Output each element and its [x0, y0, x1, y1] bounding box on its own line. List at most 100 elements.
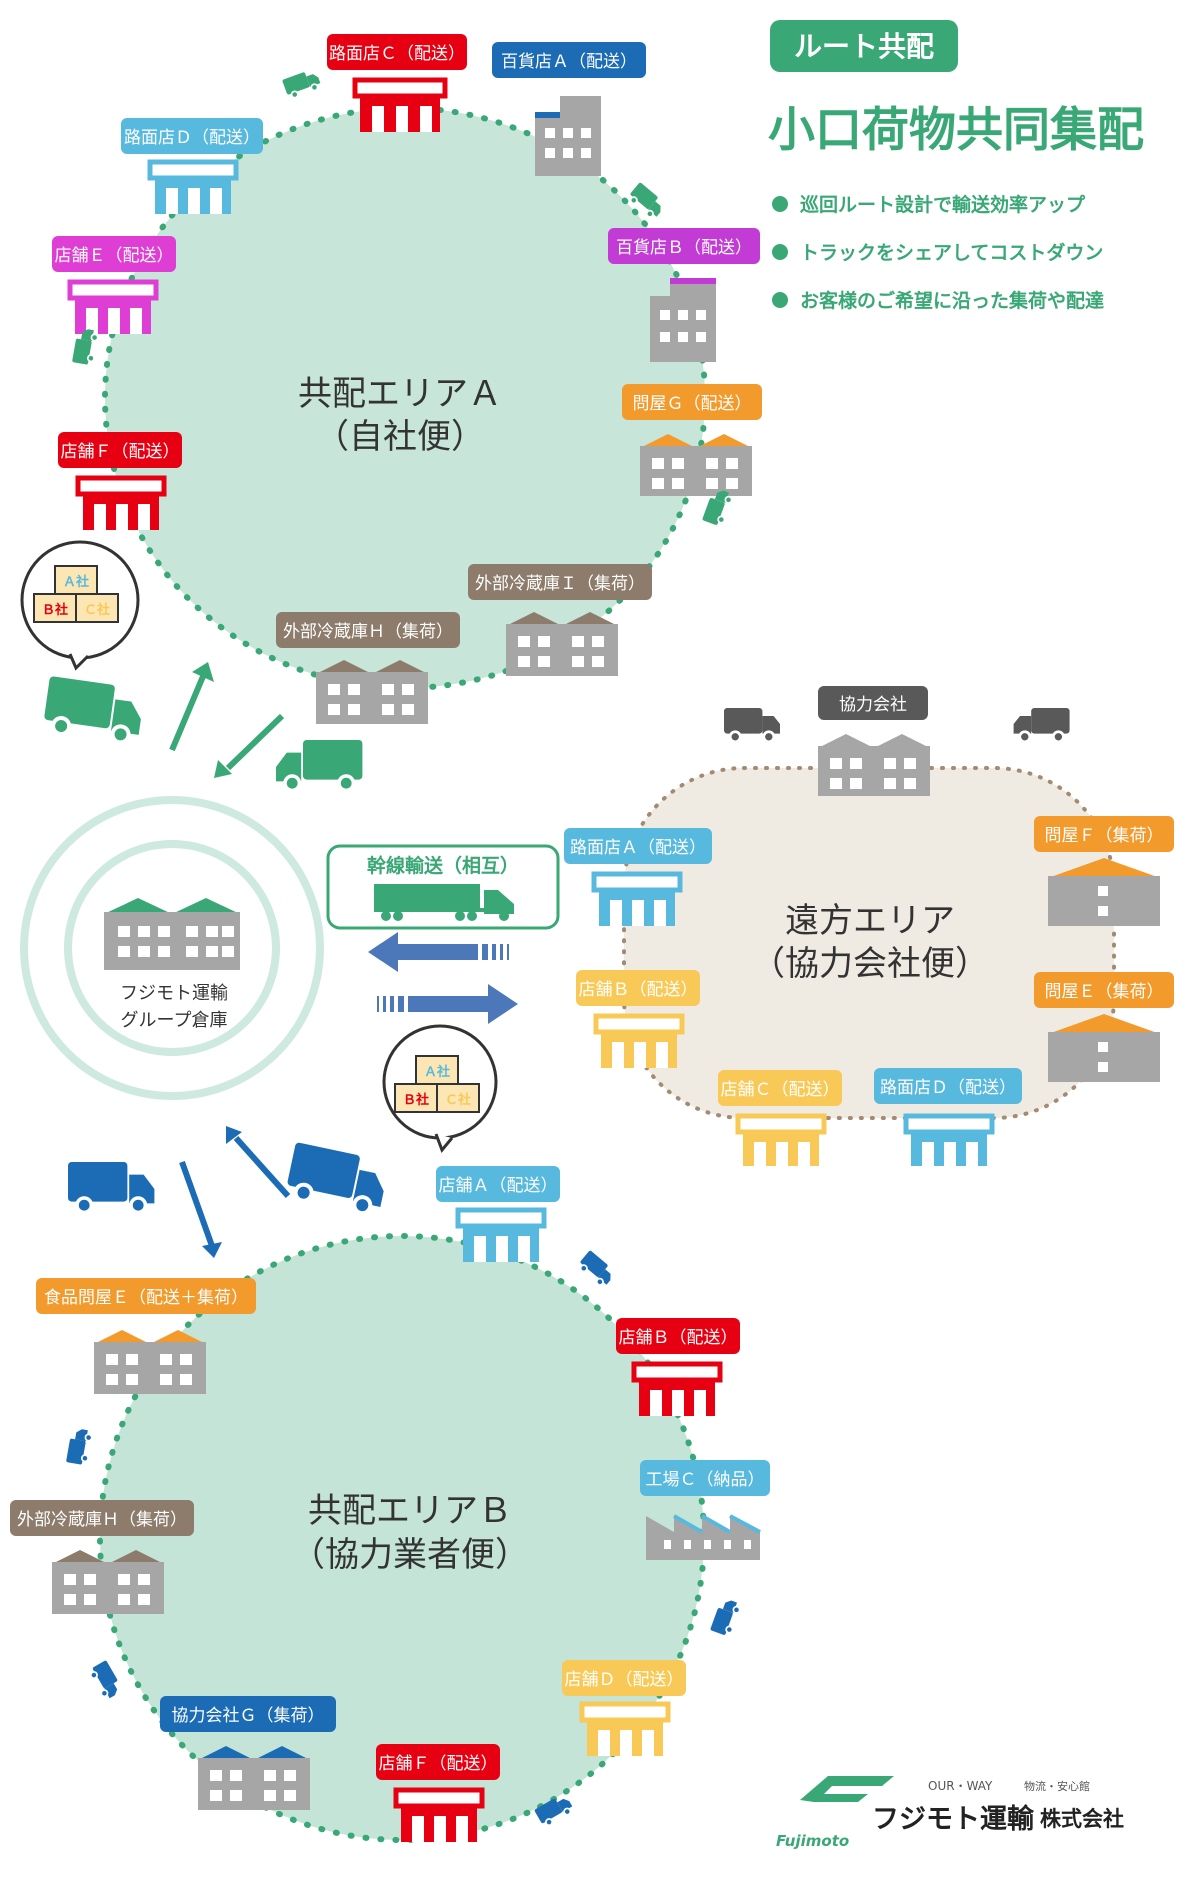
logo-company: フジモト運輸 [872, 1803, 1035, 1835]
header: ルート共配 小口荷物共同集配 巡回ルート設計で輸送効率アップ トラックをシェアし… [768, 20, 1144, 312]
arrow-up-icon [226, 1126, 291, 1199]
bullet-1: 巡回ルート設計で輸送効率アップ [800, 193, 1086, 216]
cargo-bubble-b: Ａ社 Ｂ社 Ｃ社 [382, 1024, 498, 1153]
remote-area: 遠方エリア （協力会社便） 協力会社 路面店Ａ（配送） [564, 686, 1174, 1166]
bullet-dot-3 [772, 292, 788, 308]
shop-icon [631, 1361, 723, 1416]
node-label: 店舗Ｄ（配送） [565, 1670, 684, 1690]
truck-icon [86, 1660, 124, 1702]
node-b-cold-storage-h: 外部冷蔵庫Ｈ（集荷） [10, 1500, 194, 1614]
svg-text:Ｂ社: Ｂ社 [403, 1092, 429, 1108]
warehouse-icon [640, 434, 752, 496]
warehouse-icon [818, 734, 930, 796]
warehouse-icon [94, 1330, 206, 1394]
arrow-down-icon [214, 713, 285, 778]
logo-suffix: 株式会社 [1040, 1807, 1124, 1831]
node-label: 路面店Ｃ（配送） [329, 44, 465, 64]
node-a-shop-e: 店舗Ｅ（配送） [52, 236, 176, 334]
truck-icon [575, 1250, 617, 1290]
node-label: 問屋Ｆ（集荷） [1045, 826, 1164, 846]
node-label: 店舗Ｂ（配送） [579, 980, 698, 1000]
box-b: Ｂ社 [33, 593, 77, 623]
remote-area-title: 遠方エリア [785, 901, 955, 941]
node-label: 外部冷蔵庫Ｉ（集荷） [475, 574, 645, 594]
truck-icon [41, 676, 146, 747]
hub-label-2: グループ倉庫 [121, 1010, 228, 1031]
node-b-partner-g: 協力会社Ｇ（集荷） [160, 1696, 336, 1810]
shop-icon [75, 475, 167, 530]
node-b-shop-a: 店舗Ａ（配送） [436, 1166, 560, 1262]
warehouse-icon [316, 660, 428, 724]
trunk-label: 幹線輸送（相互） [367, 854, 519, 877]
truck-icon [68, 1162, 155, 1215]
building-icon [650, 278, 716, 362]
bullet-dot-2 [772, 244, 788, 260]
truck-icon [710, 1597, 743, 1638]
node-label: 外部冷蔵庫Ｈ（集荷） [283, 622, 453, 642]
box-a: Ａ社 [54, 565, 98, 595]
warehouse-icon [52, 1550, 164, 1614]
warehouse-icon [1048, 1014, 1160, 1082]
shop-icon [147, 159, 239, 214]
remote-area-subtitle: （協力会社便） [751, 944, 989, 984]
node-r-wholesale-f: 問屋Ｆ（集荷） [1034, 816, 1174, 926]
box-b: Ｂ社 [394, 1083, 438, 1113]
arrow-left-icon [368, 932, 509, 972]
node-label: 問屋Ｇ（配送） [633, 394, 752, 414]
header-tag: ルート共配 [794, 30, 934, 63]
bullet-2: トラックをシェアしてコストダウン [800, 241, 1103, 264]
bullet-dot-1 [772, 196, 788, 212]
node-a-cold-storage-i: 外部冷蔵庫Ｉ（集荷） [468, 564, 652, 676]
shop-icon [593, 1013, 685, 1068]
shop-icon [579, 1701, 671, 1756]
node-label: 食品問屋Ｅ（配送＋集荷） [44, 1288, 248, 1308]
node-b-shop-d: 店舗Ｄ（配送） [562, 1660, 686, 1756]
arrow-right-icon [377, 984, 518, 1024]
shop-icon [352, 77, 448, 132]
node-a-shop-f: 店舗Ｆ（配送） [58, 432, 182, 530]
hub-label-1: フジモト運輸 [120, 983, 228, 1004]
area-b-subtitle: （協力業者便） [291, 1535, 529, 1575]
node-label: 百貨店Ａ（配送） [501, 52, 637, 72]
box-c: Ｃ社 [436, 1083, 480, 1113]
shop-icon [393, 1787, 485, 1842]
node-b-factory-c: 工場Ｃ（納品） [640, 1460, 770, 1560]
trunk-transport: 幹線輸送（相互） [326, 844, 560, 1024]
node-label: 路面店Ａ（配送） [570, 838, 706, 858]
node-label: 外部冷蔵庫Ｈ（集荷） [17, 1510, 187, 1530]
node-a-wholesale-g: 問屋Ｇ（配送） [622, 384, 762, 496]
building-icon [535, 96, 601, 176]
area-a-subtitle: （自社便） [315, 417, 485, 457]
node-label: 店舗Ｆ（配送） [379, 1754, 498, 1774]
node-a-dept-b: 百貨店Ｂ（配送） [608, 228, 760, 362]
area-b-title: 共配エリアＢ [308, 1491, 512, 1531]
hub-warehouse: フジモト運輸 グループ倉庫 [20, 796, 324, 1100]
node-label: 店舗Ａ（配送） [439, 1176, 558, 1196]
node-label: 問屋Ｅ（集荷） [1045, 982, 1164, 1002]
svg-text:Ａ社: Ａ社 [424, 1064, 450, 1080]
truck-icon [724, 708, 780, 744]
truck-icon [66, 1427, 94, 1466]
warehouse-icon [198, 1746, 310, 1810]
svg-text:Ｂ社: Ｂ社 [42, 602, 68, 618]
node-a-roadside-c: 路面店Ｃ（配送） [327, 34, 467, 132]
partner-label: 協力会社 [839, 695, 907, 715]
svg-text:Ｃ社: Ｃ社 [84, 602, 110, 618]
node-label: 路面店Ｄ（配送） [880, 1078, 1016, 1098]
warehouse-icon [506, 612, 618, 676]
node-a-roadside-d: 路面店Ｄ（配送） [121, 118, 263, 214]
node-label: 店舗Ｃ（配送） [721, 1080, 840, 1100]
node-label: 工場Ｃ（納品） [646, 1470, 765, 1490]
node-r-wholesale-e: 問屋Ｅ（集荷） [1034, 972, 1174, 1082]
node-label: 百貨店Ｂ（配送） [616, 238, 752, 258]
node-label: 店舗Ｂ（配送） [619, 1328, 738, 1348]
partner-company: 協力会社 [724, 686, 1070, 796]
node-a-dept-a: 百貨店Ａ（配送） [492, 42, 646, 176]
node-label: 店舗Ｆ（配送） [61, 442, 180, 462]
shop-icon [455, 1207, 547, 1262]
truck-icon [282, 68, 323, 101]
factory-icon [646, 1514, 761, 1560]
node-label: 協力会社Ｇ（集荷） [172, 1706, 325, 1726]
box-c: Ｃ社 [75, 593, 119, 623]
